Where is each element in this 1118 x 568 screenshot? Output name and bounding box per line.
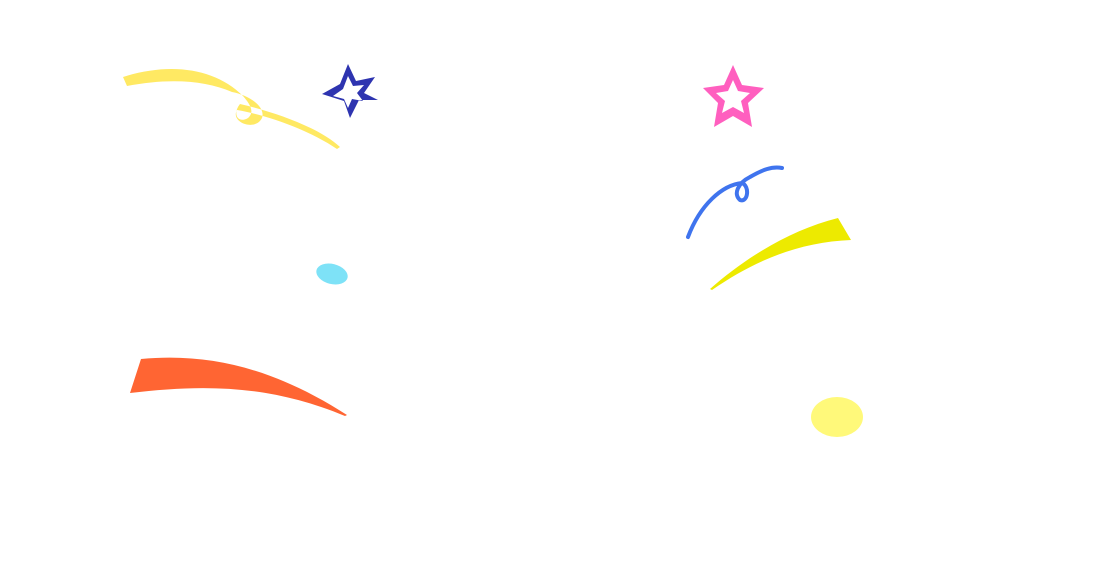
yellow-streamer-icon bbox=[710, 218, 851, 290]
orange-streamer-icon bbox=[130, 357, 347, 416]
yellow-curly-streamer-icon bbox=[123, 69, 340, 149]
cyan-dot-icon bbox=[316, 263, 348, 285]
navy-star-icon bbox=[322, 64, 378, 118]
yellow-dot-icon bbox=[811, 397, 863, 437]
pink-star-icon bbox=[703, 65, 764, 127]
blue-curly-streamer-icon bbox=[686, 165, 784, 239]
